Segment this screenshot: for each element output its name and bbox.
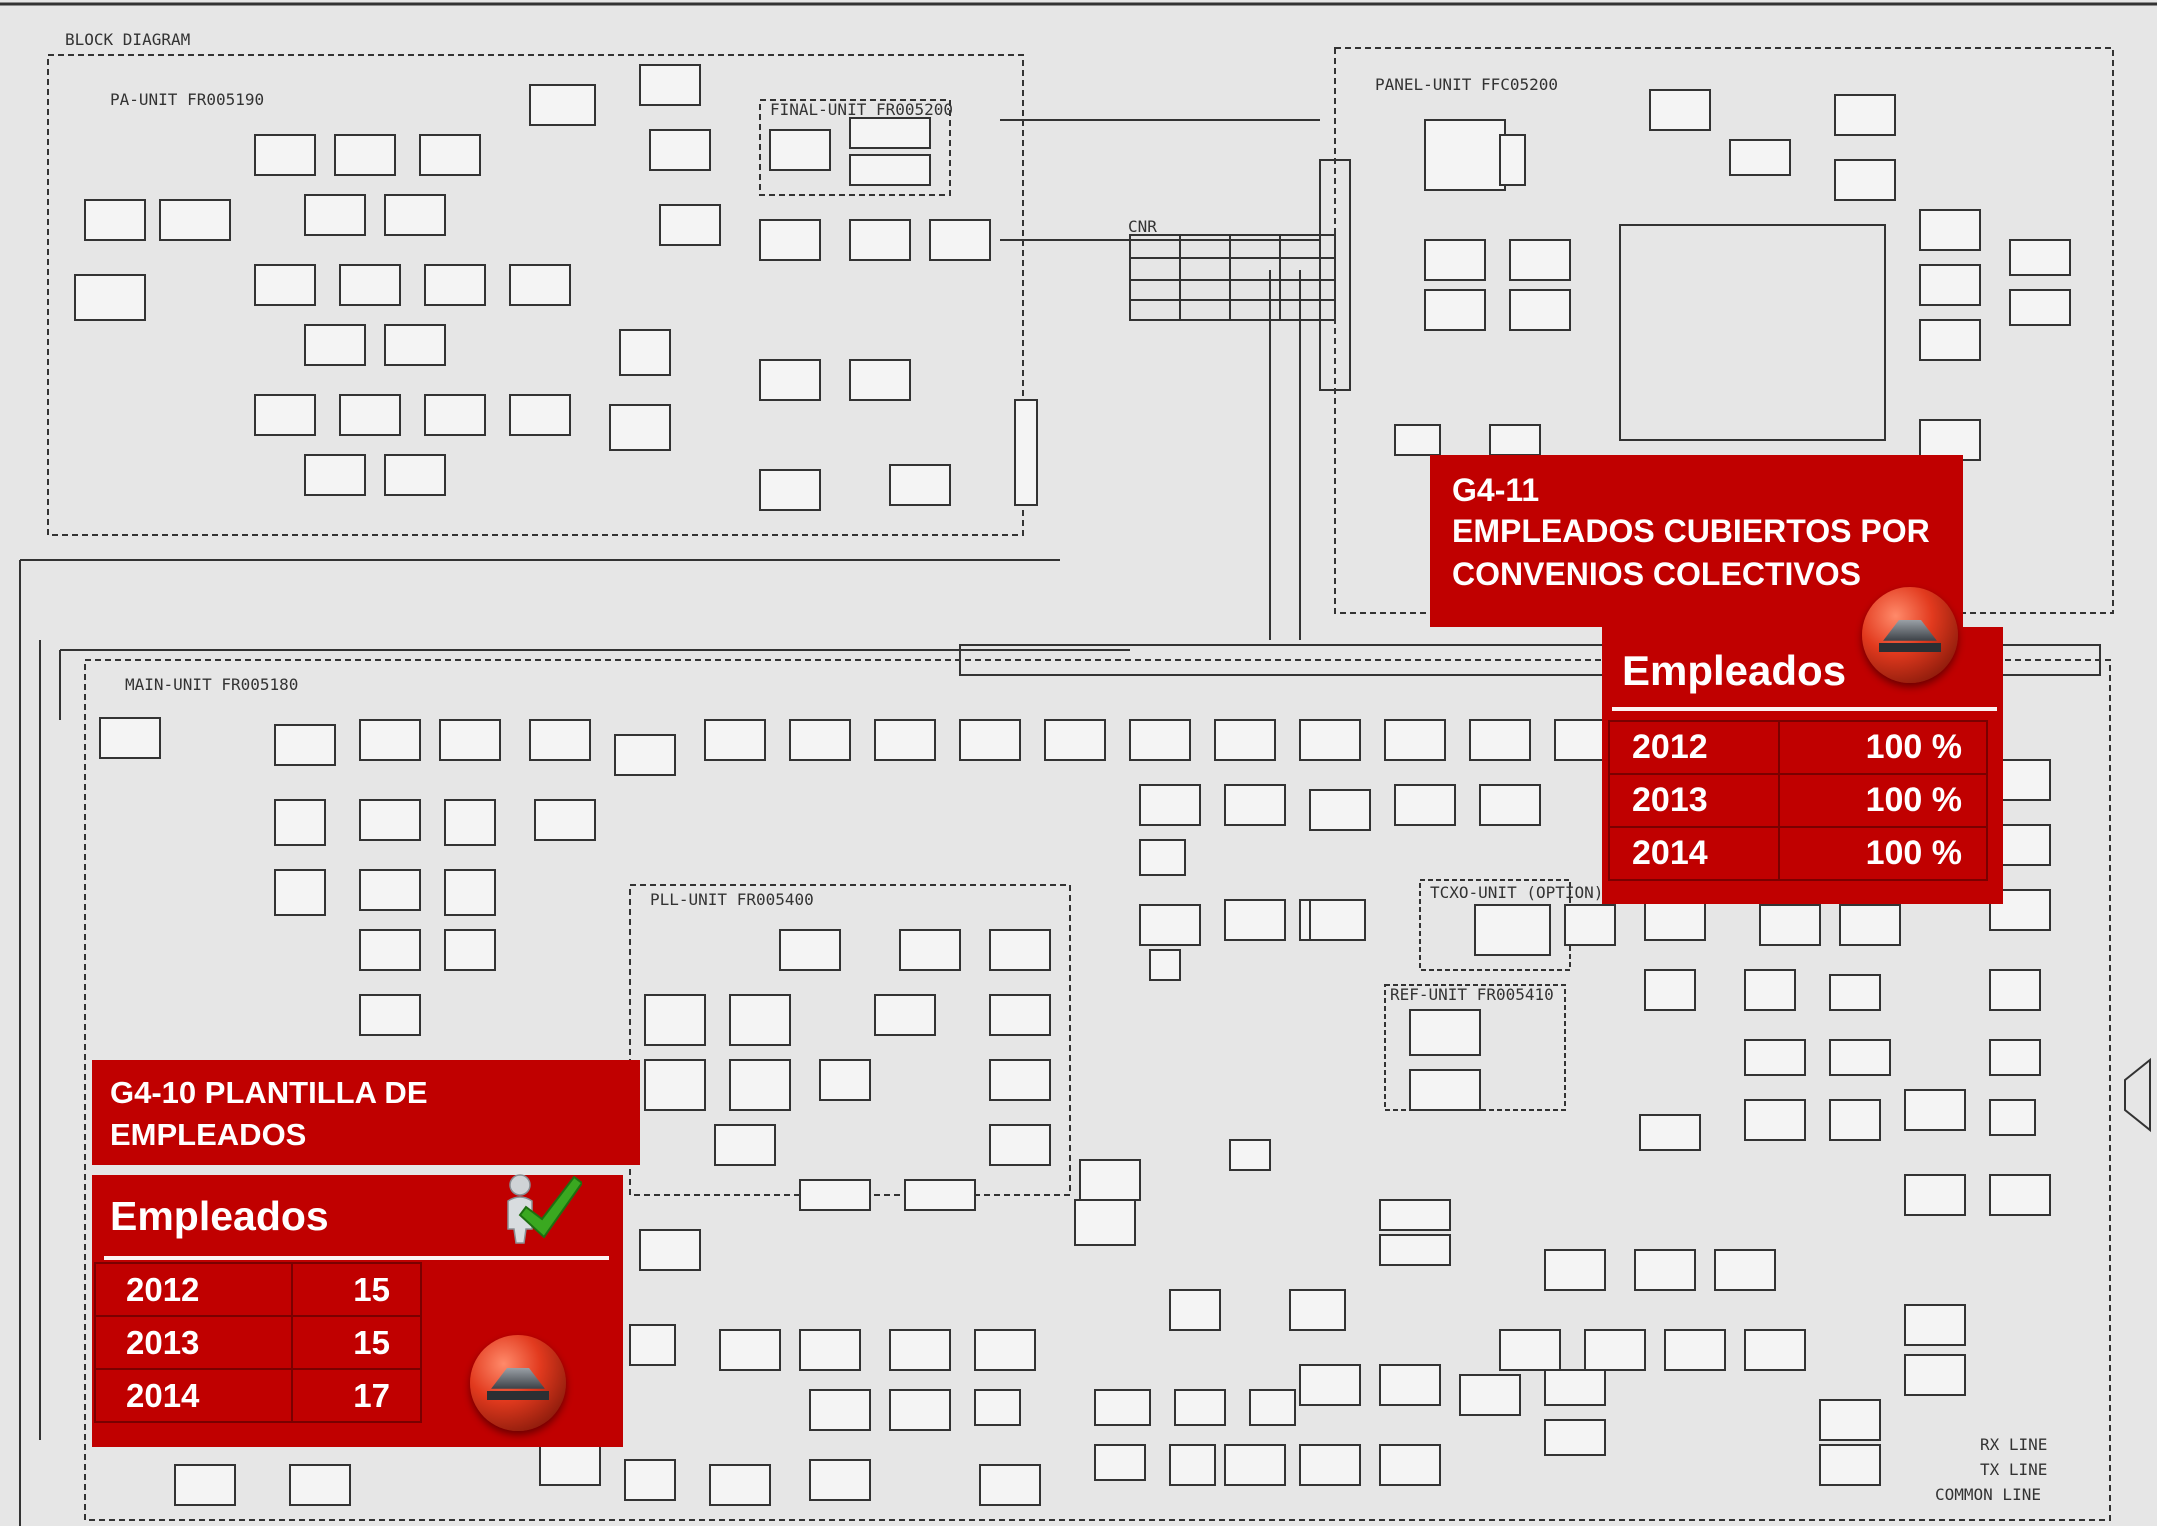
value-cell: 17	[290, 1368, 423, 1423]
g411-code: G4-11	[1452, 472, 1540, 508]
value-cell: 15	[290, 1262, 423, 1317]
table-row: 2014 17	[94, 1368, 423, 1423]
value-cell: 15	[290, 1315, 423, 1370]
pa-unit-label: PA-UNIT FR005190	[110, 90, 264, 109]
g411-header-panel: G4-11 EMPLEADOS CUBIERTOS POR CONVENIOS …	[1430, 455, 1963, 627]
g410-data-panel: Empleados 2012 15 2013 15 2014 17	[92, 1174, 623, 1447]
value-cell: 100 %	[1777, 720, 1989, 775]
common-line-label: COMMON LINE	[1935, 1485, 2041, 1504]
table-row: 2013 15	[94, 1315, 423, 1370]
year-cell: 2012	[94, 1262, 293, 1317]
ref-unit-label: REF-UNIT FR005410	[1390, 985, 1554, 1004]
main-unit-label: MAIN-UNIT FR005180	[125, 675, 298, 694]
g411-subheading: Empleados	[1622, 647, 1847, 694]
g411-divider	[1612, 707, 1997, 711]
year-cell: 2014	[1608, 826, 1780, 881]
person-checkmark-icon	[507, 1174, 582, 1244]
g411-table: 2012 100 % 2013 100 % 2014 100 %	[1608, 720, 1989, 881]
g410-heading: G4-10 PLANTILLA DE EMPLEADOS	[110, 1075, 428, 1152]
g410-subheading: Empleados	[110, 1193, 329, 1239]
year-cell: 2013	[1608, 773, 1780, 828]
year-cell: 2014	[94, 1368, 293, 1423]
pll-unit-label: PLL-UNIT FR005400	[650, 890, 814, 909]
tx-line-label: TX LINE	[1980, 1460, 2047, 1479]
panel-unit-label: PANEL-UNIT FFC05200	[1375, 75, 1558, 94]
table-row: 2012 100 %	[1608, 720, 1989, 775]
year-cell: 2013	[94, 1315, 293, 1370]
company-logo-icon	[1862, 587, 1958, 683]
company-logo-icon	[470, 1335, 566, 1431]
table-row: 2013 100 %	[1608, 773, 1989, 828]
value-cell: 100 %	[1777, 826, 1989, 881]
g410-header-panel: G4-10 PLANTILLA DE EMPLEADOS	[92, 1060, 640, 1165]
schematic-title: BLOCK DIAGRAM	[65, 30, 190, 49]
value-cell: 100 %	[1777, 773, 1989, 828]
g411-data-panel: Empleados 2012 100 % 2013 100 % 2014 100…	[1602, 587, 2003, 904]
rx-line-label: RX LINE	[1980, 1435, 2047, 1454]
table-row: 2014 100 %	[1608, 826, 1989, 881]
g411-heading: EMPLEADOS CUBIERTOS POR CONVENIOS COLECT…	[1452, 513, 1930, 593]
year-cell: 2012	[1608, 720, 1780, 775]
cnr-label: CNR	[1128, 217, 1157, 236]
final-unit-label: FINAL-UNIT FR005200	[770, 100, 953, 119]
g410-divider	[104, 1256, 609, 1260]
table-row: 2012 15	[94, 1262, 423, 1317]
g410-table: 2012 15 2013 15 2014 17	[94, 1262, 423, 1423]
tcxo-unit-label: TCXO-UNIT (OPTION)	[1430, 883, 1603, 902]
